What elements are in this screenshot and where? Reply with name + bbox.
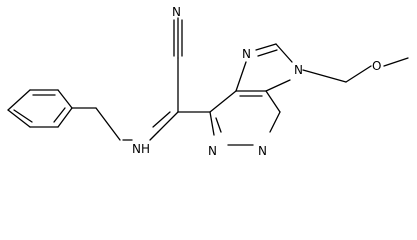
double-bond-inner <box>257 49 278 57</box>
atom-label-n9: N <box>294 63 303 77</box>
bond <box>209 90 237 113</box>
bond <box>7 109 31 128</box>
benzene-ring <box>7 89 73 128</box>
bond <box>157 111 179 133</box>
atom-label-n3: N <box>258 144 267 158</box>
double-bond-inner <box>152 111 171 128</box>
double-bond-inner <box>215 117 222 133</box>
bond <box>57 107 73 128</box>
bond <box>255 43 277 51</box>
bond <box>7 89 31 111</box>
atom-label-n1: N <box>208 144 217 158</box>
atom-label-n7: N <box>242 47 251 61</box>
bond <box>265 79 291 92</box>
bond <box>149 131 159 141</box>
bond <box>209 111 215 136</box>
atom-label-nitrile-n: N <box>172 5 181 19</box>
bond <box>57 89 73 109</box>
bond <box>95 107 121 141</box>
imidazole-ring <box>235 43 293 92</box>
atom-label-nh: NH <box>132 142 150 156</box>
pyrimidine-ring <box>209 90 281 146</box>
double-bond-inner <box>13 109 33 123</box>
chemical-structure: N N N O N N NH <box>7 5 409 158</box>
bond <box>383 57 409 67</box>
double-bond-inner <box>53 107 66 123</box>
structure-canvas: N N N O N N NH <box>7 5 409 158</box>
bond <box>265 90 281 113</box>
bond <box>235 61 247 92</box>
atom-label-methoxy-o: O <box>372 59 381 73</box>
bond <box>269 111 281 133</box>
bond <box>275 43 293 63</box>
bond <box>345 65 372 83</box>
bond <box>302 69 347 83</box>
